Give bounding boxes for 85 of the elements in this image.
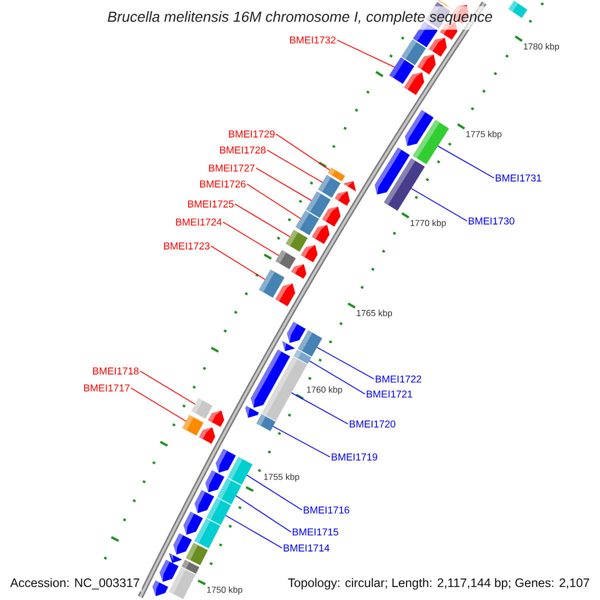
gene-label: BMEI1723 [164, 242, 210, 250]
tick-label: 1750 kbp [207, 586, 242, 595]
gene-feature [429, 38, 447, 57]
footer-text: Accession: NC_003317 [8, 576, 142, 592]
gene-feature [301, 244, 318, 262]
gene-label: BMEI1728 [220, 146, 266, 154]
tick-label: 1780 kbp [524, 43, 560, 52]
gene-feature [291, 264, 306, 279]
footer-text: Topology: circular; Length: 2,117,144 bp; Genes: 2,107 [286, 576, 592, 592]
gene-feature [169, 553, 182, 563]
leader-line [410, 188, 468, 222]
gene-feature [417, 54, 436, 74]
leader-line [130, 388, 187, 422]
gene-block [194, 518, 220, 548]
gene-feature [199, 427, 216, 444]
gene-label: BMEI1719 [332, 453, 378, 461]
gene-feature [173, 533, 192, 554]
leader-line [272, 426, 330, 458]
gene-feature [322, 206, 340, 227]
leader-line [140, 370, 196, 405]
gene-label: BMEI1727 [209, 164, 254, 172]
leader-line [236, 495, 292, 532]
leader-line [234, 204, 290, 238]
gene-label: BMEI1725 [188, 200, 234, 208]
gene-label: BMEI1722 [376, 376, 422, 382]
gene-label: BMEI1731 [496, 174, 542, 182]
gene-feature [245, 406, 259, 418]
leader-line [291, 392, 348, 424]
gene-feature [344, 181, 356, 192]
gene-label: BMEI1717 [84, 384, 130, 392]
gene-block [191, 398, 213, 419]
leader-line [437, 146, 494, 178]
gene-block [508, 0, 528, 18]
gene-feature [334, 191, 350, 206]
gene-block [217, 478, 242, 504]
gene-block [276, 250, 296, 270]
tick-label: 1760 kbp [307, 386, 342, 394]
gene-label: BMEI1729 [229, 130, 275, 138]
leader-line [210, 246, 266, 280]
title: Brucella melitensis 16M chromosome I, complete sequence [101, 6, 499, 30]
gene-feature [194, 490, 214, 514]
gene-feature [275, 283, 296, 306]
leader-line [246, 474, 302, 510]
gene-label: BMEI1732 [290, 36, 336, 44]
gene-block [182, 414, 204, 436]
gene-label: BMEI1718 [93, 367, 139, 375]
gene-block [206, 498, 231, 525]
leader-line [276, 134, 330, 171]
gene-label: BMEI1715 [292, 528, 338, 536]
gene-feature [216, 448, 236, 473]
gene-feature [184, 512, 203, 535]
tick-label: 1755 kbp [264, 474, 300, 482]
gene-label: BMEI1724 [176, 218, 222, 226]
leader-line [222, 222, 280, 256]
leader-line [316, 346, 374, 380]
gene-feature [287, 322, 306, 343]
tick-label: 1775 kbp [466, 130, 502, 139]
gene-feature [312, 224, 330, 244]
gene-label: BMEI1714 [284, 544, 330, 552]
gene-block [186, 542, 208, 566]
leader-line [308, 360, 366, 394]
leader-line [246, 184, 302, 220]
gene-block [262, 356, 308, 422]
gene-label: BMEI1716 [304, 506, 350, 514]
gene-feature [205, 470, 224, 492]
leader-line [256, 168, 312, 202]
gene-feature [282, 341, 295, 352]
tick-label: 1770 kbp [410, 220, 446, 228]
tick-label: 1765 kbp [356, 310, 392, 318]
gene-label: BMEI1730 [468, 217, 514, 225]
gene-block [168, 567, 196, 600]
gene-feature [152, 580, 168, 596]
gene-block [286, 230, 308, 252]
leader-line [266, 150, 323, 183]
leader-line [336, 40, 395, 68]
gene-block [228, 456, 253, 485]
gene-feature [208, 410, 224, 427]
leader-line [225, 515, 282, 548]
gene-label: BMEI1720 [350, 420, 396, 428]
gene-feature [404, 72, 424, 95]
gene-block [384, 158, 425, 211]
gene-label: BMEI1721 [366, 390, 412, 398]
gene-label: BMEI1726 [200, 180, 246, 188]
gene-block [412, 120, 450, 164]
gene-block [256, 414, 276, 432]
